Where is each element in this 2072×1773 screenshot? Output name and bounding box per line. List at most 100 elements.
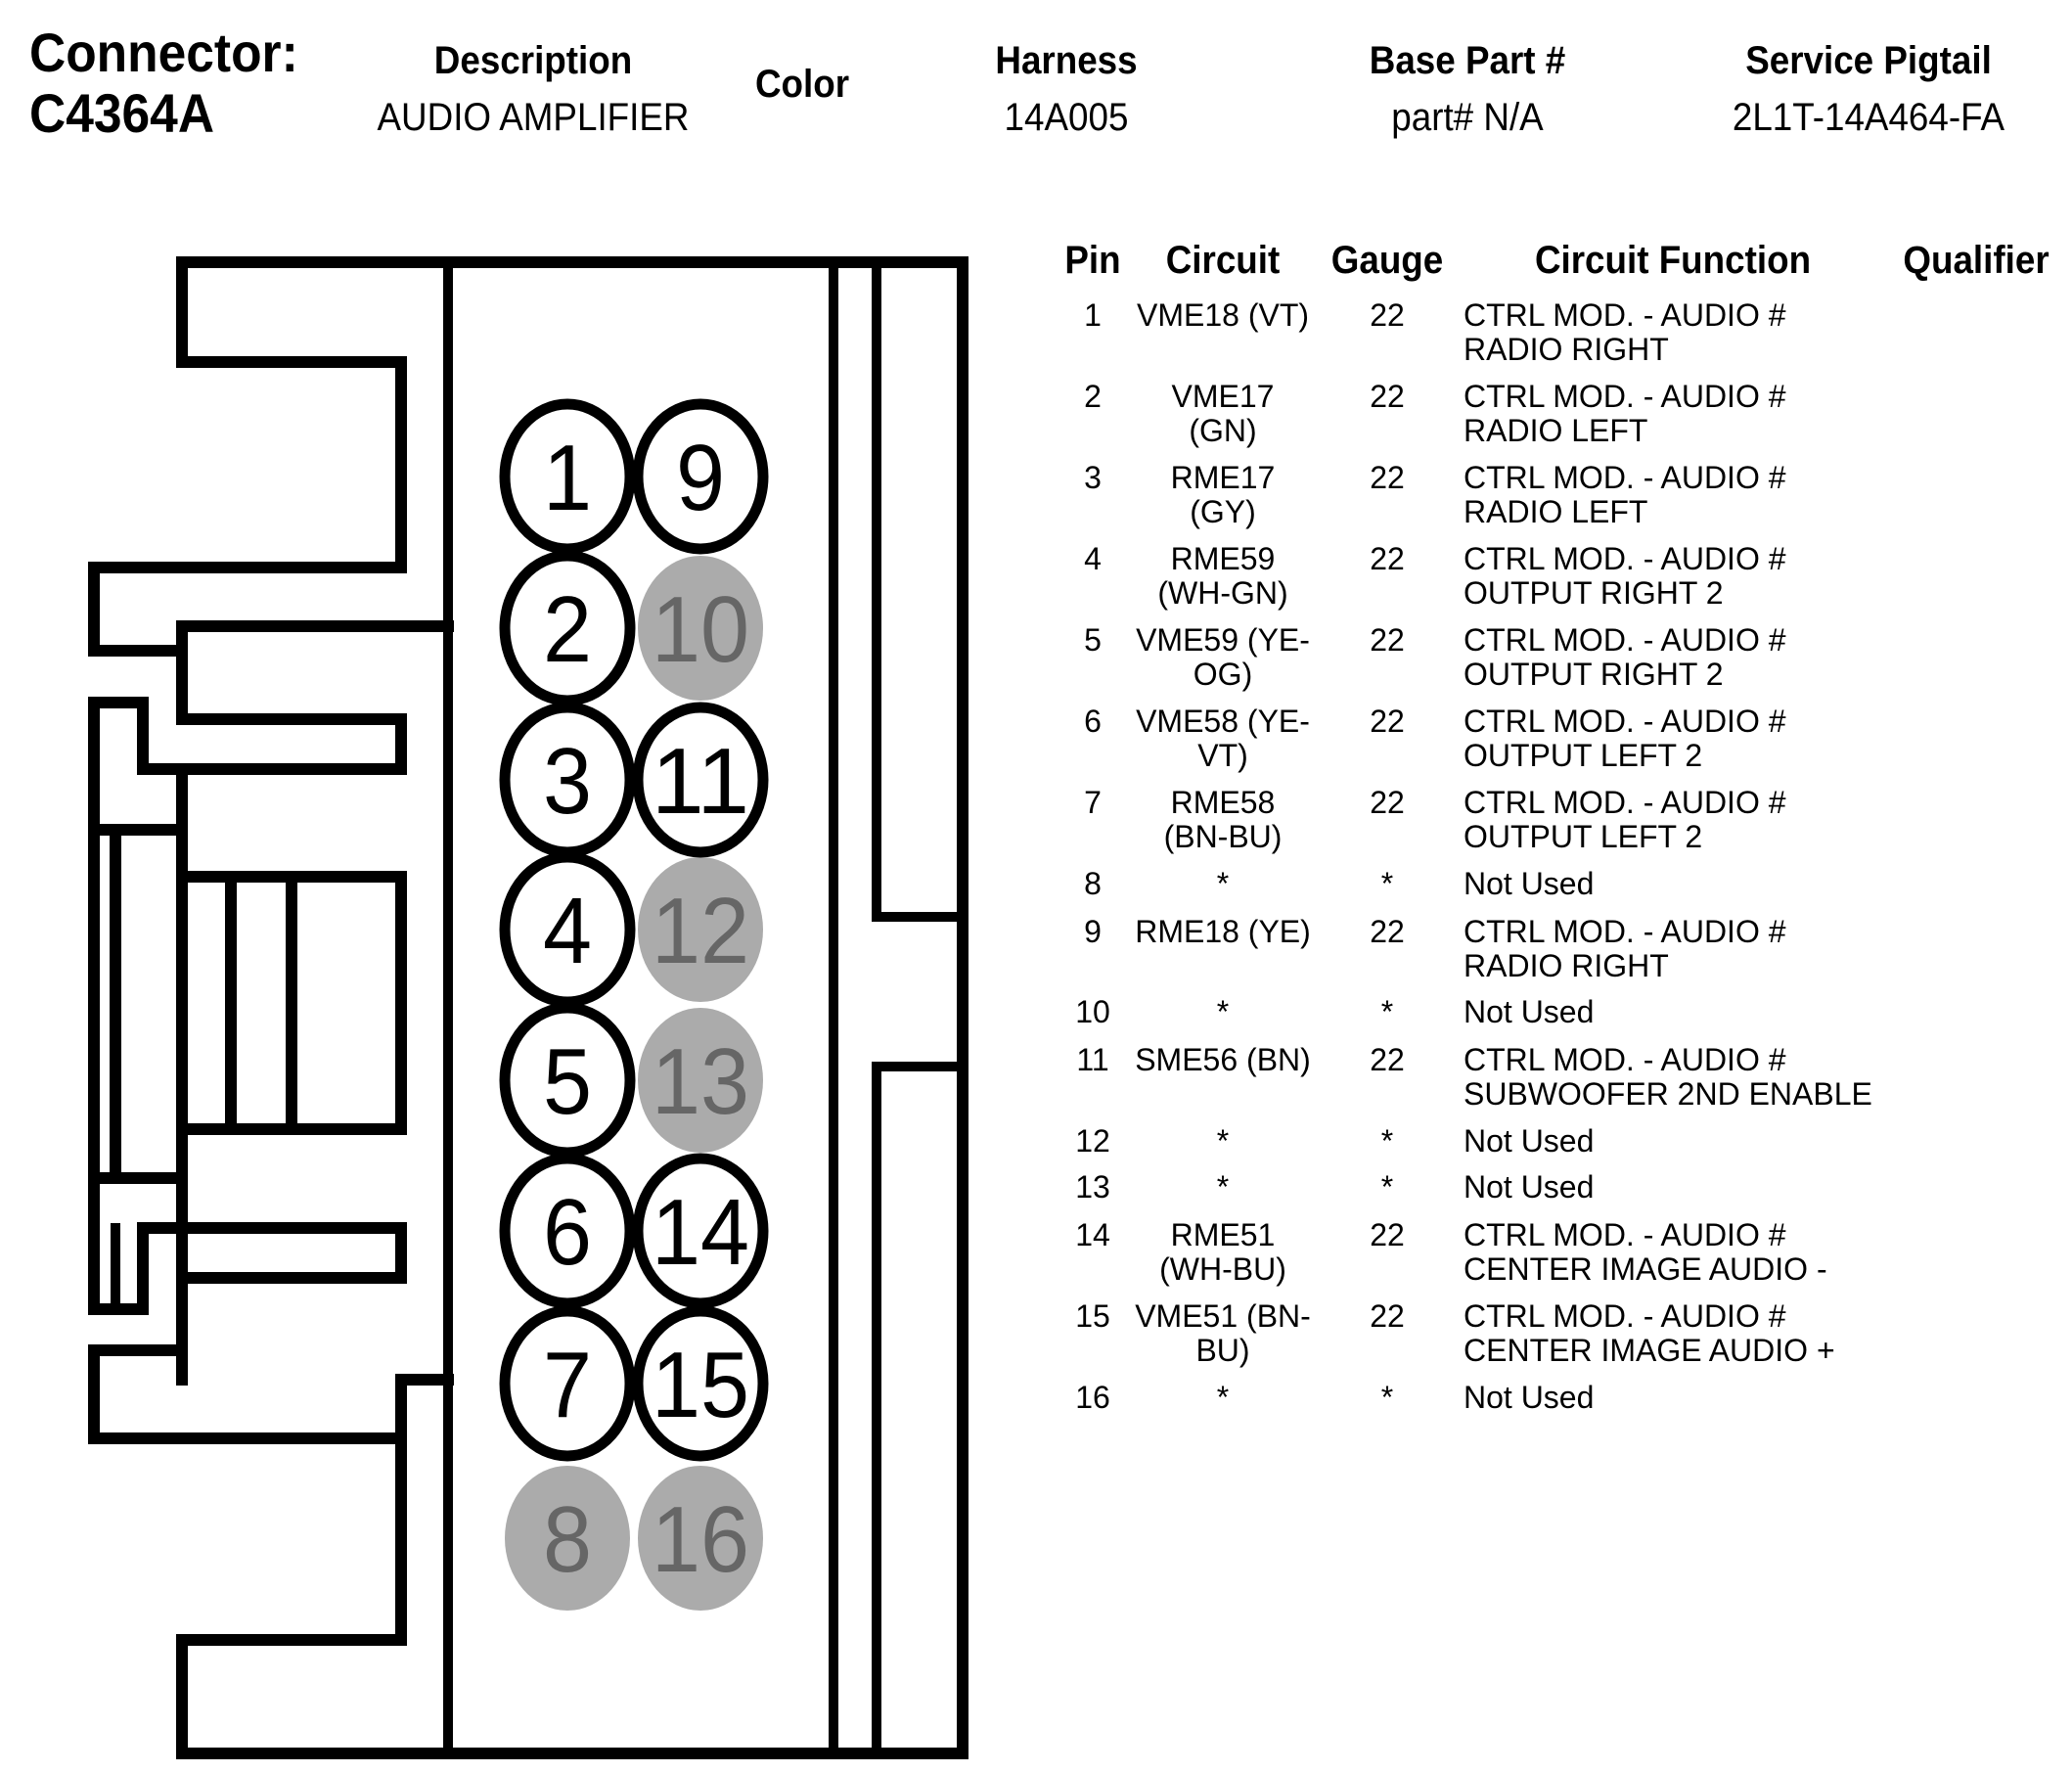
pin-number-label: 12	[652, 879, 749, 983]
pin-number-label: 7	[543, 1333, 592, 1437]
service-pigtail-label: Service Pigtail	[1745, 39, 1992, 82]
gauge-cell: 22	[1370, 297, 1405, 333]
pin-number-label: 9	[676, 426, 725, 530]
pin-circle-unused	[638, 1008, 763, 1153]
circuit-cell: VME58 (YE-VT)	[1136, 704, 1310, 773]
pin-number-cell: 14	[1075, 1217, 1110, 1252]
circuit-function-cell: CTRL MOD. - AUDIO #CENTER IMAGE AUDIO -	[1464, 1217, 1827, 1287]
pin-number-label: 5	[543, 1029, 592, 1134]
circuit-function-cell: Not Used	[1464, 1169, 1595, 1205]
pin-number-cell: 4	[1084, 541, 1102, 576]
pin-circle-used	[499, 1002, 636, 1159]
pin-number-cell: 13	[1075, 1169, 1110, 1205]
pin-cavity-14: 14	[632, 1153, 769, 1309]
pin-circle-unused	[638, 1466, 763, 1611]
gauge-cell: 22	[1370, 1042, 1405, 1077]
harness-label: Harness	[995, 39, 1138, 82]
circuit-cell: VME51 (BN-BU)	[1135, 1298, 1311, 1368]
base-part-label: Base Part #	[1369, 39, 1566, 82]
column-header-pin: Pin	[1064, 239, 1121, 282]
gauge-cell: 22	[1370, 704, 1405, 739]
pin-number-cell: 2	[1084, 379, 1102, 414]
pin-number-cell: 10	[1075, 994, 1110, 1029]
circuit-cell: VME17(GN)	[1171, 379, 1275, 448]
circuit-function-cell: Not Used	[1464, 994, 1595, 1029]
gauge-cell: *	[1380, 866, 1394, 901]
circuit-function-cell: CTRL MOD. - AUDIO #OUTPUT LEFT 2	[1464, 704, 1786, 773]
circuit-function-cell: Not Used	[1464, 866, 1595, 901]
pin-number-cell: 5	[1084, 622, 1102, 658]
pin-number-cell: 12	[1075, 1123, 1110, 1159]
pin-number-label: 1	[543, 426, 592, 530]
pin-cavity-2: 2	[499, 550, 636, 706]
pin-circle-used	[499, 550, 636, 706]
pin-number-cell: 15	[1075, 1298, 1110, 1334]
circuit-function-cell: CTRL MOD. - AUDIO #RADIO LEFT	[1464, 460, 1786, 529]
circuit-function-cell: CTRL MOD. - AUDIO #RADIO LEFT	[1464, 379, 1786, 448]
pin-circle-unused	[638, 857, 763, 1002]
pin-circle-unused	[505, 1466, 630, 1611]
side-rib-outer	[88, 697, 188, 1315]
circuit-cell: RME59(WH-GN)	[1157, 541, 1288, 611]
circuit-cell: RME17(GY)	[1170, 460, 1276, 529]
gauge-cell: 22	[1370, 1217, 1405, 1252]
pin-circle-used	[632, 702, 769, 858]
pin-number-label: 14	[652, 1180, 749, 1285]
pin-cavity-12: 12	[638, 857, 763, 1002]
connector-label: Connector:	[29, 22, 298, 83]
pin-cavity-10: 10	[638, 556, 763, 701]
circuit-function-cell: CTRL MOD. - AUDIO #OUTPUT RIGHT 2	[1464, 622, 1786, 692]
pin-cavity-7: 7	[499, 1305, 636, 1462]
pin-circle-used	[499, 1153, 636, 1309]
circuit-function-cell: CTRL MOD. - AUDIO #SUBWOOFER 2ND ENABLE	[1464, 1042, 1872, 1112]
pin-number-label: 8	[543, 1487, 592, 1592]
pin-circle-used	[632, 1305, 769, 1462]
circuit-function-cell: Not Used	[1464, 1123, 1595, 1159]
pin-circle-used	[499, 1305, 636, 1462]
pin-number-label: 16	[652, 1487, 749, 1592]
color-label: Color	[754, 63, 850, 106]
circuit-function-cell: CTRL MOD. - AUDIO #OUTPUT LEFT 2	[1464, 785, 1786, 854]
gauge-cell: *	[1380, 994, 1394, 1029]
pin-number-cell: 7	[1084, 785, 1102, 820]
pin-circle-unused	[638, 556, 763, 701]
pin-number-cell: 6	[1084, 704, 1102, 739]
pin-number-cell: 11	[1076, 1042, 1109, 1077]
pin-circle-used	[632, 1153, 769, 1309]
pin-number-cell: 3	[1084, 460, 1102, 495]
pin-circle-used	[499, 398, 636, 555]
pin-number-cell: 16	[1075, 1380, 1110, 1415]
pin-number-label: 4	[543, 879, 592, 983]
circuit-cell: RME58(BN-BU)	[1163, 785, 1283, 854]
side-rib-block	[176, 871, 407, 1135]
gauge-cell: *	[1380, 1123, 1394, 1159]
circuit-cell: *	[1216, 866, 1230, 901]
description-label: Description	[433, 39, 633, 82]
connector-housing-outline	[88, 256, 968, 1759]
gauge-cell: *	[1380, 1380, 1394, 1415]
column-header-circuit-function: Circuit Function	[1534, 239, 1812, 282]
circuit-cell: RME18 (YE)	[1135, 914, 1311, 949]
housing-right-inner-wall-b	[872, 257, 968, 1758]
pin-cavity-4: 4	[499, 851, 636, 1008]
description-value: AUDIO AMPLIFIER	[377, 96, 690, 139]
pin-number-cell: 9	[1084, 914, 1102, 949]
pin-cavity-5: 5	[499, 1002, 636, 1159]
gauge-cell: 22	[1370, 622, 1405, 658]
pin-cavity-3: 3	[499, 702, 636, 858]
circuit-function-cell: CTRL MOD. - AUDIO #RADIO RIGHT	[1464, 297, 1786, 367]
gauge-cell: 22	[1370, 379, 1405, 414]
pin-cavity-11: 11	[632, 702, 769, 858]
pin-number-label: 3	[543, 729, 592, 834]
circuit-cell: VME59 (YE-OG)	[1136, 622, 1310, 692]
circuit-cell: *	[1216, 1380, 1230, 1415]
pin-number-label: 15	[652, 1333, 749, 1437]
service-pigtail-value: 2L1T-14A464-FA	[1732, 96, 2005, 139]
pin-number-cell: 8	[1084, 866, 1102, 901]
connector-id: C4364A	[29, 82, 215, 144]
circuit-function-cell: Not Used	[1464, 1380, 1595, 1415]
gauge-cell: *	[1380, 1169, 1394, 1205]
pin-number-cell: 1	[1084, 297, 1102, 333]
